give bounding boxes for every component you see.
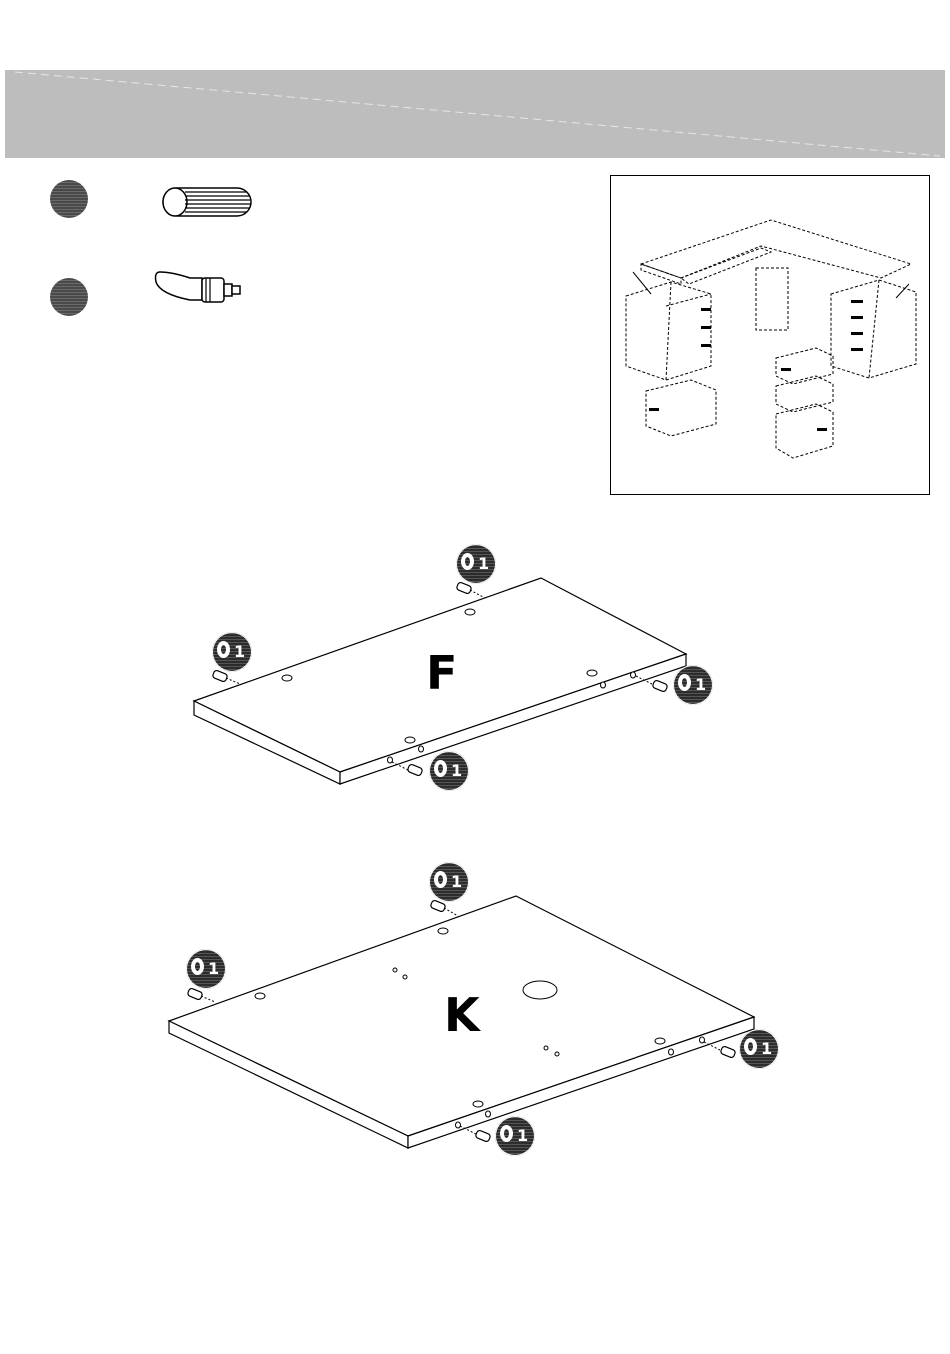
part-callout-badge: 1 [495,1116,535,1156]
part-callout-badge: 1 [429,862,469,902]
panel-label-f: F [426,650,457,696]
part-callout-badge: 1 [186,949,226,989]
callout-letter-o-icon [434,871,447,888]
callout-letter-o-icon [744,1038,757,1055]
part-callout-badge: 1 [456,544,496,584]
panel-label-k: K [444,992,480,1038]
callout-number: 1 [208,961,219,977]
callout-number: 1 [451,874,462,890]
callout-number: 1 [761,1041,772,1057]
callout-number: 1 [517,1128,528,1144]
part-callout-badge: 1 [673,665,713,705]
part-callout-badge: 1 [429,751,469,791]
callout-number: 1 [695,677,706,693]
callout-number: 1 [478,556,489,572]
callout-letter-o-icon [461,553,474,570]
callout-number: 1 [451,763,462,779]
callout-letter-o-icon [191,958,204,975]
callout-number: 1 [234,644,245,660]
callout-letter-o-icon [678,674,691,691]
callout-letter-o-icon [217,641,230,658]
callout-letter-o-icon [500,1125,513,1142]
part-callout-badge: 1 [212,632,252,672]
callout-letter-o-icon [434,760,447,777]
part-callout-badge: 1 [739,1029,779,1069]
